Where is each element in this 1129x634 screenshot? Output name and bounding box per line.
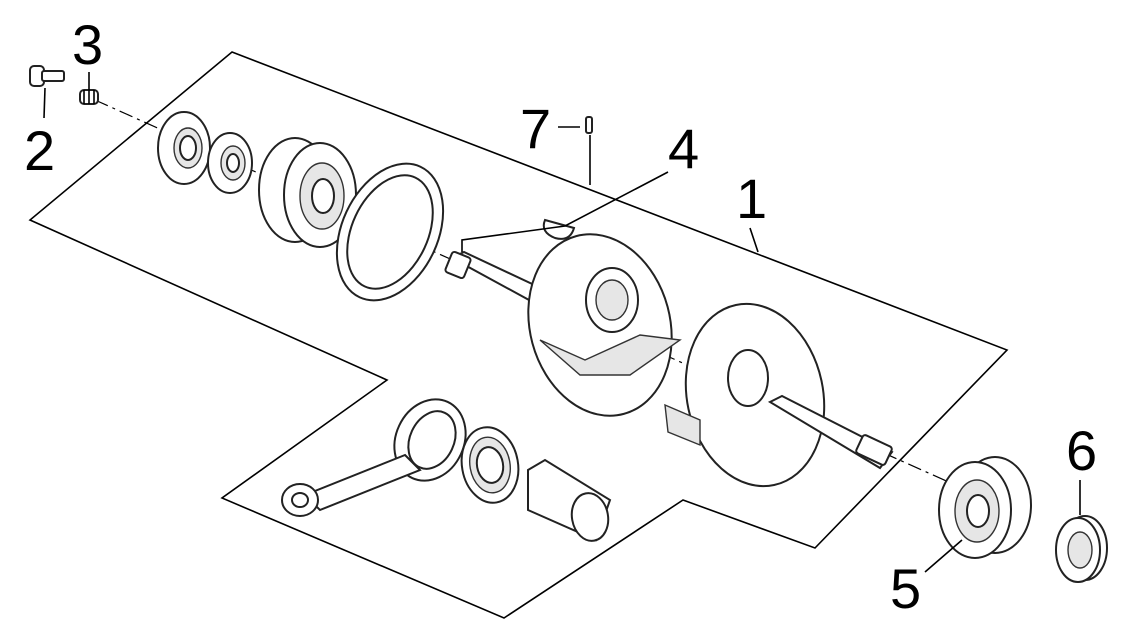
callout-2: 2	[24, 119, 55, 182]
callout-4: 4	[668, 117, 699, 180]
drive-gear-large	[157, 111, 211, 185]
callout-6: 6	[1066, 419, 1097, 482]
crank-pin	[527, 458, 612, 542]
callout-7: 7	[520, 97, 551, 160]
bolt-part	[29, 65, 65, 87]
right-bearing	[938, 456, 1032, 559]
crankshaft-right-shaft	[767, 394, 894, 470]
drive-gear-small	[207, 132, 253, 194]
leader-line-5	[924, 539, 963, 573]
needle-bearing	[460, 426, 520, 504]
left-bearing	[258, 137, 357, 248]
pin-part	[585, 116, 593, 134]
leader-line-2	[43, 87, 46, 119]
callout-1: 1	[736, 167, 767, 230]
woodruff-key	[542, 218, 576, 240]
oil-seal-ring	[335, 162, 445, 302]
right-oil-seal	[1055, 515, 1108, 583]
callout-3: 3	[72, 13, 103, 76]
spring-part	[79, 89, 99, 105]
assembly-outline	[28, 51, 1009, 619]
crank-web-left	[527, 233, 682, 417]
leader-line-4	[461, 171, 669, 252]
leader-line-1	[749, 227, 759, 253]
connecting-rod	[281, 398, 467, 517]
callout-5: 5	[890, 557, 921, 620]
crank-web-right	[664, 302, 826, 488]
